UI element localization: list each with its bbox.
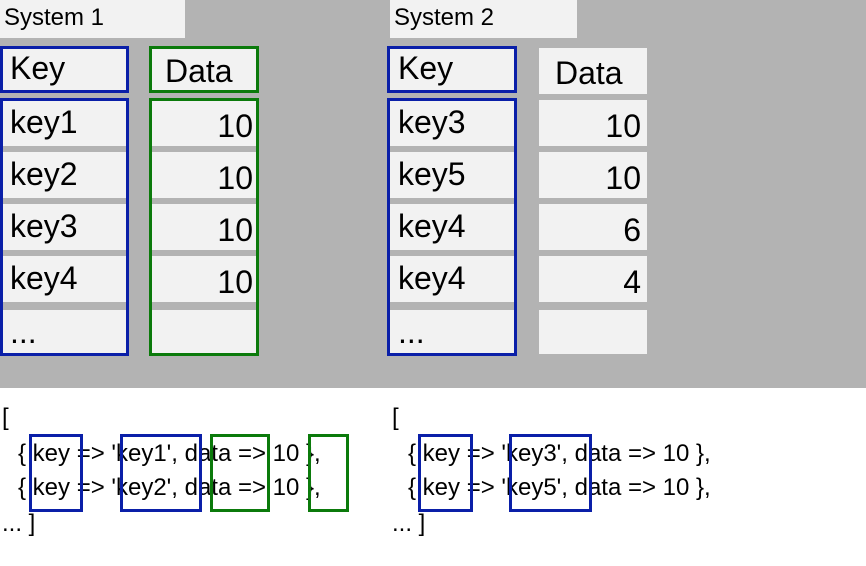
code1-close: ... ] [2, 510, 36, 537]
code2-close: ... ] [392, 510, 426, 537]
code1-key-value-box [120, 434, 202, 512]
code2-key-keyword-box [418, 434, 473, 512]
system2-data-header: Data [539, 48, 647, 94]
system2-data-cell [539, 310, 647, 354]
system1-data-column-outline [149, 98, 259, 356]
system1-key-header: Key [0, 46, 128, 92]
system2-key-cell: key5 [388, 152, 516, 198]
system2-key-cell: key3 [388, 100, 516, 146]
code2-line2: { key => 'key5', data => 10 }, [408, 474, 711, 501]
system2-key-cell: ... [388, 310, 516, 354]
system1-title: System 1 [0, 0, 185, 38]
system1-key-cell: key2 [0, 152, 128, 198]
system1-key-column-outline [0, 98, 129, 356]
system1-data-cell [149, 310, 259, 354]
system1-data-header-outline [149, 46, 259, 93]
system2-key-header-outline [387, 46, 517, 93]
code1-open: [ [2, 404, 9, 431]
system2-data-cell: 10 [539, 100, 647, 146]
code1-data-keyword-box [210, 434, 270, 512]
system2-title: System 2 [390, 0, 577, 38]
system1-data-cell: 10 [149, 100, 259, 146]
system1-key-cell: key1 [0, 100, 128, 146]
system2-data-cell: 10 [539, 152, 647, 198]
code1-key-keyword-box [29, 434, 83, 512]
system2-key-cell: key4 [388, 256, 516, 302]
code2-line1: { key => 'key3', data => 10 }, [408, 440, 711, 467]
system2-key-cell: key4 [388, 204, 516, 250]
system1-key-cell: key4 [0, 256, 128, 302]
system1-data-cell: 10 [149, 152, 259, 198]
system1-data-cell: 10 [149, 256, 259, 302]
system2-data-cell: 4 [539, 256, 647, 302]
system2-data-cell: 6 [539, 204, 647, 250]
code1-data-value-box [308, 434, 349, 512]
code2-key-value-box [509, 434, 592, 512]
system1-key-header-outline [0, 46, 129, 93]
system2-key-column-outline [387, 98, 517, 356]
system1-key-cell: key3 [0, 204, 128, 250]
system1-data-header: Data [149, 46, 259, 92]
code2-open: [ [392, 404, 399, 431]
system1-data-cell: 10 [149, 204, 259, 250]
system2-key-header: Key [388, 46, 516, 92]
system1-key-cell: ... [0, 310, 128, 354]
